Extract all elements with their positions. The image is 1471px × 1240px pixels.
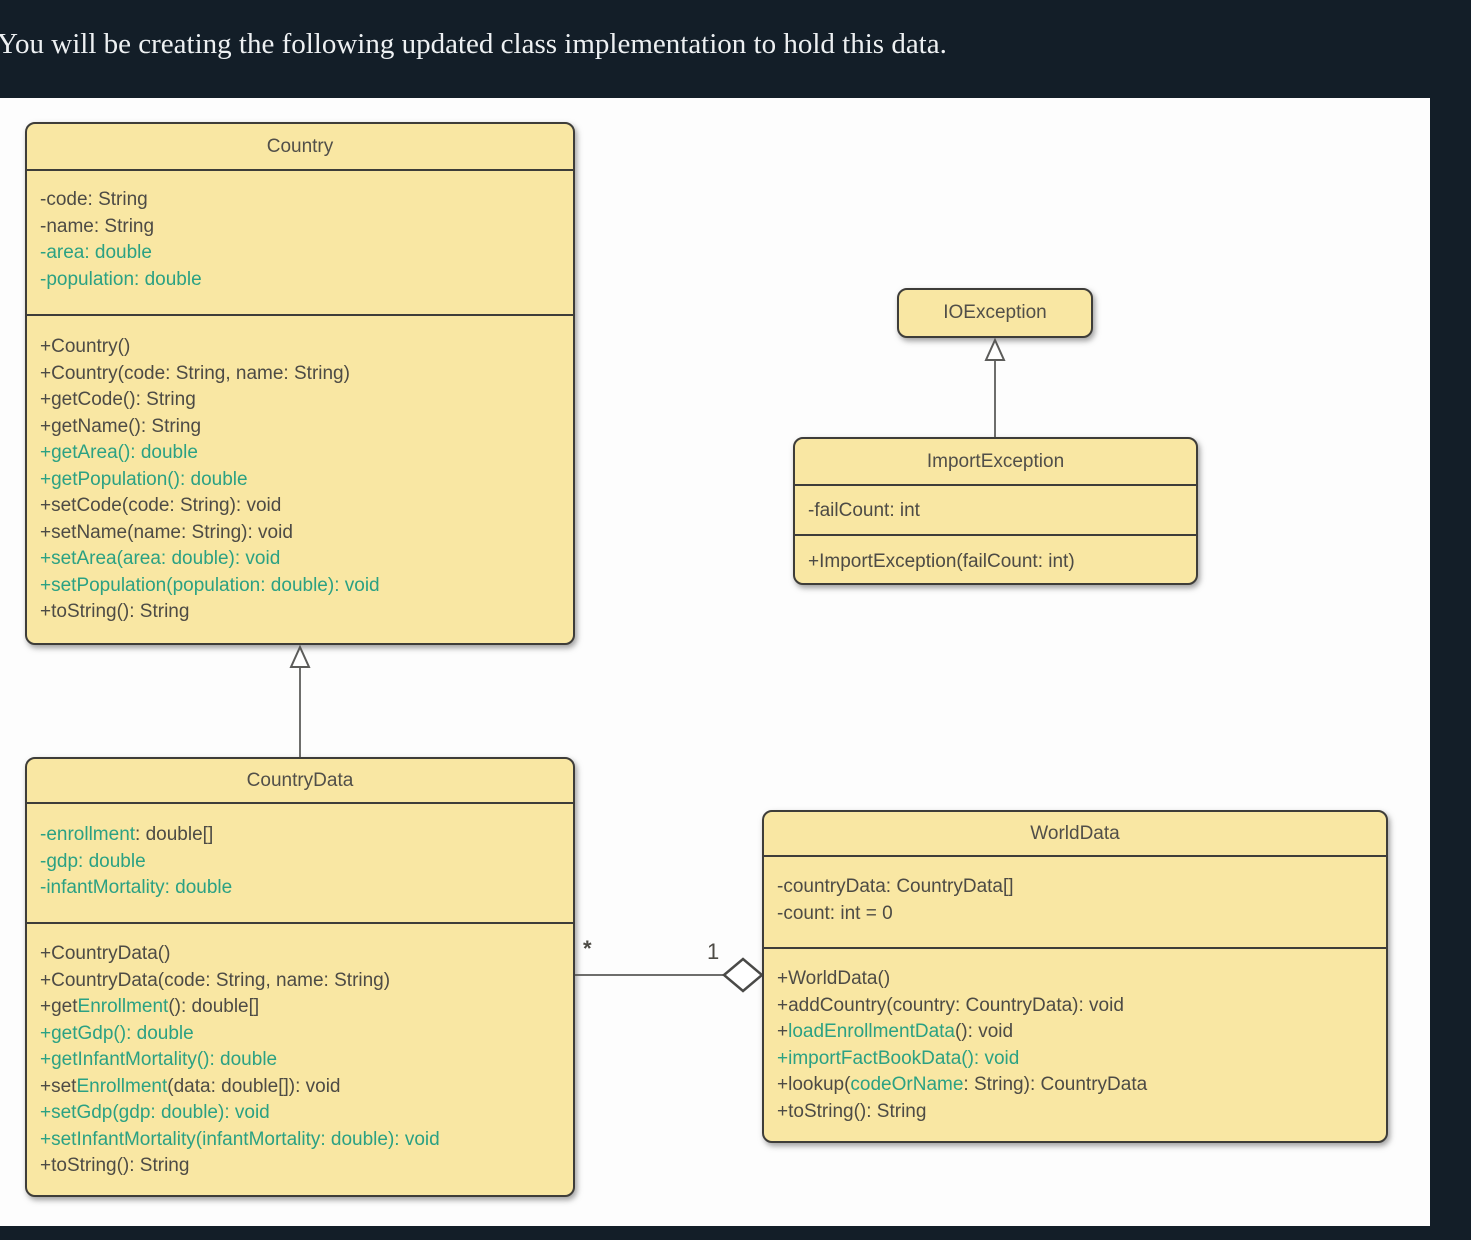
uml-member-line: +toString(): String <box>777 1100 927 1122</box>
uml-member-line: +setPopulation(population: double): void <box>40 574 380 596</box>
class-title-importexception: ImportException <box>926 450 1065 472</box>
class-title-worlddata: WorldData <box>1030 822 1120 844</box>
class-methods-countrydata: +CountryData() +CountryData(code: String,… <box>27 922 573 1195</box>
inheritance-arrow-countrydata-country <box>289 644 311 757</box>
uml-member-line: +CountryData(code: String, name: String) <box>40 969 391 991</box>
class-attributes-country: -code: String -name: String -area: double -… <box>27 169 573 314</box>
page-heading: You will be creating the following updat… <box>0 28 947 60</box>
class-methods-country: +Country() +Country(code: String, name: S… <box>27 314 573 643</box>
class-box-worlddata: WorldData -countryData: CountryData[]-co… <box>762 810 1388 1143</box>
multiplicity-star-label: * <box>583 936 592 961</box>
uml-member-line: +getEnrollment(): double[] <box>40 996 260 1017</box>
uml-member-line: +WorldData() <box>777 968 891 989</box>
uml-member-line: +getArea(): double <box>40 442 198 463</box>
uml-member-line: +toString(): String <box>40 601 190 622</box>
diagram-panel: * 1 Country -code: String -name: String -a… <box>0 98 1430 1226</box>
uml-member-line: +CountryData() <box>40 943 171 964</box>
uml-member-line: -countryData: CountryData[] <box>777 876 1014 897</box>
uml-member-line: -population: double <box>40 268 202 290</box>
multiplicity-one-label: 1 <box>707 939 720 964</box>
class-box-importexception: ImportException -failCount: int +ImportE… <box>793 437 1198 585</box>
class-attributes-importexception: -failCount: int <box>795 484 1196 534</box>
uml-member-line: +getInfantMortality(): double <box>40 1049 278 1070</box>
uml-member-line: +getCode(): String <box>40 389 196 410</box>
uml-member-line: +getName(): String <box>40 415 202 437</box>
uml-member-line: -name: String <box>40 215 155 237</box>
uml-member-line: +Country() <box>40 336 131 357</box>
uml-member-line: +setCode(code: String): void <box>40 495 282 516</box>
uml-member-line: -failCount: int <box>808 500 920 521</box>
uml-member-line: +setName(name: String): void <box>40 521 293 543</box>
class-title-country: Country <box>266 135 334 157</box>
connector-layer <box>289 337 1006 993</box>
uml-member-line: +Country(code: String, name: String) <box>40 362 350 384</box>
uml-member-line: -gdp: double <box>40 850 146 872</box>
aggregation-link-worlddata-countrydata <box>575 957 764 993</box>
uml-member-line: +addCountry(country: CountryData): void <box>777 994 1124 1016</box>
uml-member-line: +toString(): String <box>40 1155 190 1176</box>
uml-member-line: +loadEnrollmentData(): void <box>777 1021 1014 1042</box>
uml-member-line: -enrollment: double[] <box>40 824 214 845</box>
inheritance-arrow-importexception-ioexception <box>984 337 1006 437</box>
class-methods-importexception: +ImportException(failCount: int) <box>795 534 1196 583</box>
class-title-countrydata: CountryData <box>246 769 354 791</box>
uml-member-line: +getGdp(): double <box>40 1022 194 1044</box>
uml-member-line: +setInfantMortality(infantMortality: dou… <box>40 1128 440 1150</box>
class-box-ioexception: IOException <box>897 288 1093 338</box>
uml-member-line: -count: int = 0 <box>777 902 893 924</box>
class-title-ioexception: IOException <box>943 301 1047 323</box>
uml-member-line: +setEnrollment(data: double[]): void <box>40 1075 341 1097</box>
class-attributes-countrydata: -enrollment: double[] -gdp: double -infant… <box>27 802 573 922</box>
class-box-countrydata: CountryData -enrollment: double[] -gdp: d… <box>25 757 575 1197</box>
uml-member-line: +setArea(area: double): void <box>40 548 281 569</box>
uml-member-line: +lookup(codeOrName: String): CountryData <box>777 1074 1148 1095</box>
class-methods-worlddata: +WorldData() +addCountry(country: Country… <box>764 947 1386 1141</box>
uml-member-line: -infantMortality: double <box>40 877 233 898</box>
uml-member-line: +getPopulation(): double <box>40 468 248 490</box>
class-attributes-worlddata: -countryData: CountryData[] -count: int =… <box>764 855 1386 947</box>
uml-member-line: +setGdp(gdp: double): void <box>40 1102 270 1123</box>
uml-member-line: +ImportException(failCount: int) <box>808 551 1075 572</box>
class-box-country: Country -code: String -name: String -area:… <box>25 122 575 645</box>
uml-member-line: -code: String <box>40 189 148 210</box>
uml-member-line: -area: double <box>40 242 152 263</box>
uml-member-line: +importFactBookData(): void <box>777 1047 1020 1069</box>
